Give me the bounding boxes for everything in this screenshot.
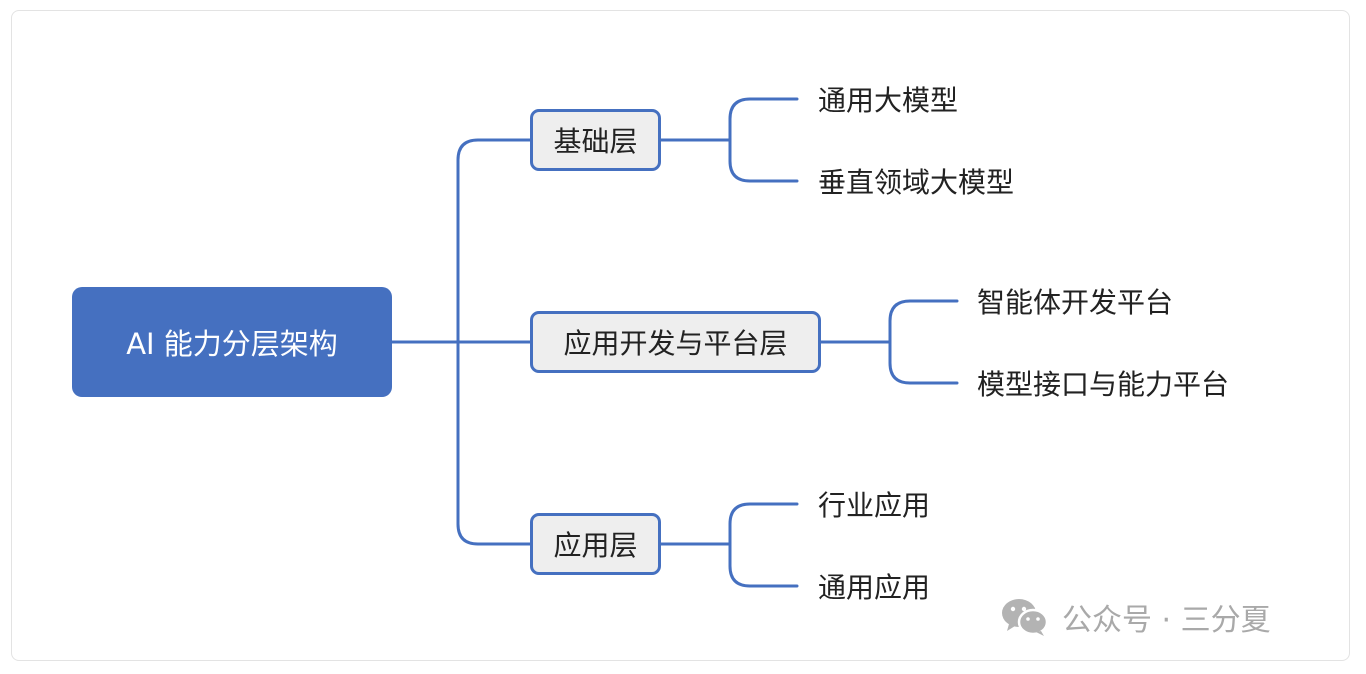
leaf-node-label: 模型接口与能力平台 <box>977 368 1230 401</box>
layer-node-platform: 应用开发与平台层 <box>530 311 821 373</box>
watermark-text: 公众号 · 三分夏 <box>1062 603 1271 638</box>
leaf-node-label: 通用大模型 <box>818 84 959 117</box>
leaf-node-label: 垂直领域大模型 <box>818 166 1015 199</box>
leaf-node: 行业应用 <box>818 484 930 524</box>
layer-node-label: 基础层 <box>553 125 638 158</box>
connector-layer-3-leaf-1 <box>728 502 799 546</box>
layer-node-application: 应用层 <box>530 513 661 575</box>
connector-layer-3-leaf-2 <box>728 542 799 588</box>
leaf-node: 通用应用 <box>818 566 930 606</box>
leaf-node-label: 通用应用 <box>818 571 931 604</box>
leaf-node-label: 智能体开发平台 <box>977 286 1174 319</box>
layer-node-foundation: 基础层 <box>530 109 661 171</box>
leaf-node: 垂直领域大模型 <box>818 161 1014 201</box>
layer-node-label: 应用层 <box>553 529 638 562</box>
leaf-node-label: 行业应用 <box>818 489 931 522</box>
wechat-icon <box>1002 599 1049 636</box>
leaf-node: 通用大模型 <box>818 79 958 119</box>
connector-spine-top <box>456 138 533 344</box>
connector-spine-bottom <box>456 340 533 546</box>
connector-layer-2-leaf-2 <box>888 340 959 385</box>
connector-layer-1-leaf-2 <box>728 138 799 183</box>
connector-layer-2-leaf-1 <box>888 299 959 344</box>
leaf-node: 智能体开发平台 <box>977 281 1173 321</box>
root-node-label: AI 能力分层架构 <box>126 327 338 361</box>
watermark: 公众号 · 三分夏 <box>1000 593 1271 641</box>
connector-layer-1-leaf-1 <box>728 97 799 142</box>
leaf-node: 模型接口与能力平台 <box>977 363 1229 403</box>
root-node: AI 能力分层架构 <box>72 287 392 397</box>
layer-node-label: 应用开发与平台层 <box>563 327 788 360</box>
